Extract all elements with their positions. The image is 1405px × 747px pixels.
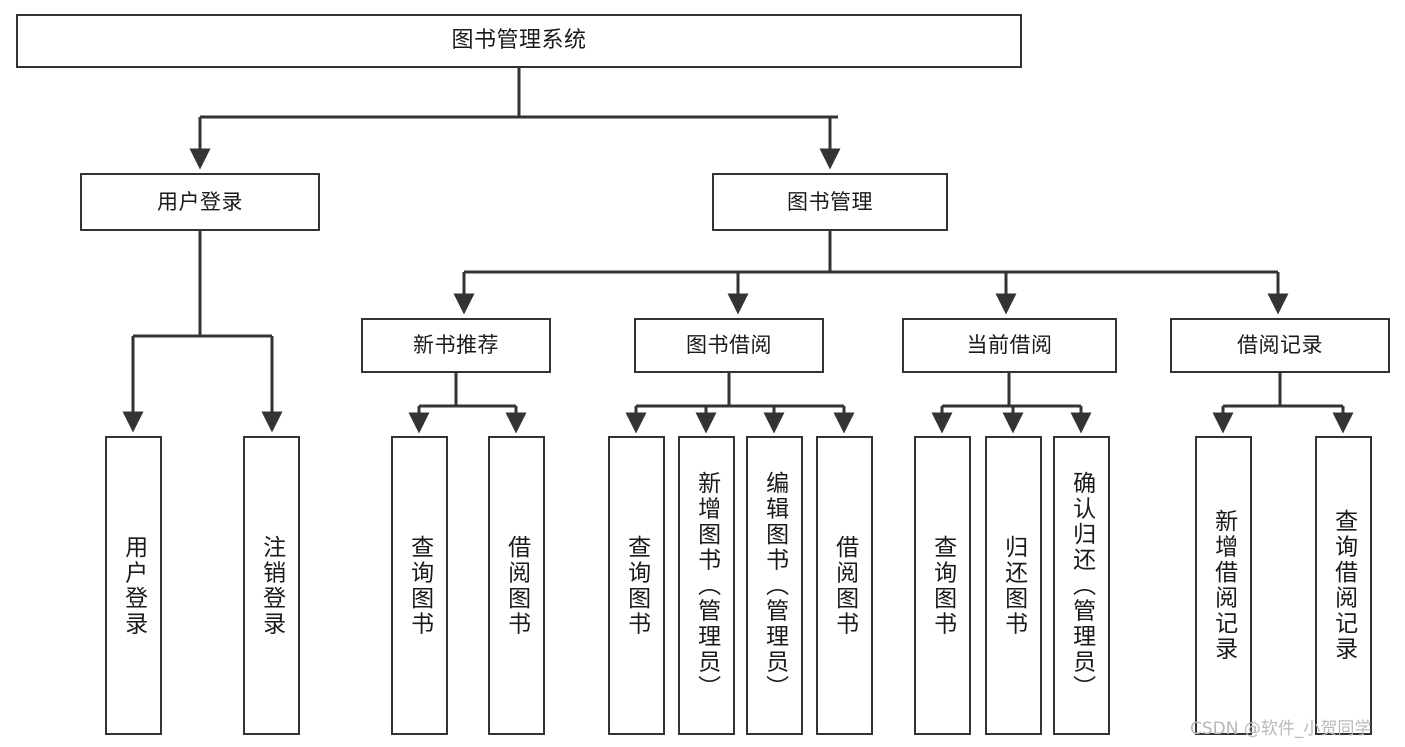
node-user-login-label: 用户登录 <box>157 189 243 214</box>
node-leaf-query-book-recommend-label: 查询图书 <box>406 534 433 637</box>
node-leaf-borrow-book-label: 借阅图书 <box>831 534 858 637</box>
node-borrow-record[interactable]: 借阅记录 <box>1170 318 1390 373</box>
node-book-borrow[interactable]: 图书借阅 <box>634 318 824 373</box>
node-leaf-user-logout-label: 注销登录 <box>258 534 285 637</box>
node-borrow-record-label: 借阅记录 <box>1237 333 1323 358</box>
node-leaf-confirm-return-admin[interactable]: 确认归还（管理员） <box>1053 436 1110 735</box>
node-leaf-edit-book-admin[interactable]: 编辑图书（管理员） <box>746 436 803 735</box>
node-leaf-user-login[interactable]: 用户登录 <box>105 436 162 735</box>
node-leaf-query-book-current-label: 查询图书 <box>929 534 956 637</box>
node-book-management-label: 图书管理 <box>787 189 873 214</box>
node-leaf-add-book-admin-label: 新增图书（管理员） <box>693 470 720 701</box>
node-root-label: 图书管理系统 <box>451 28 587 54</box>
node-leaf-edit-book-admin-label: 编辑图书（管理员） <box>761 470 788 701</box>
node-leaf-query-book-borrow[interactable]: 查询图书 <box>608 436 665 735</box>
node-leaf-query-book-borrow-label: 查询图书 <box>623 534 650 637</box>
node-leaf-borrow-book-recommend-label: 借阅图书 <box>503 534 530 637</box>
node-leaf-add-borrow-record[interactable]: 新增借阅记录 <box>1195 436 1252 735</box>
node-leaf-confirm-return-admin-label: 确认归还（管理员） <box>1068 470 1095 701</box>
node-new-book-recommend[interactable]: 新书推荐 <box>361 318 551 373</box>
csdn-watermark: CSDN @软件_小贺同学 <box>1190 719 1372 739</box>
node-new-book-recommend-label: 新书推荐 <box>413 333 499 358</box>
node-leaf-query-book-recommend[interactable]: 查询图书 <box>391 436 448 735</box>
node-user-login[interactable]: 用户登录 <box>80 173 320 231</box>
node-leaf-query-borrow-record-label: 查询借阅记录 <box>1330 509 1357 662</box>
node-leaf-user-login-label: 用户登录 <box>120 534 147 637</box>
node-leaf-query-book-current[interactable]: 查询图书 <box>914 436 971 735</box>
node-leaf-return-book[interactable]: 归还图书 <box>985 436 1042 735</box>
node-current-borrow[interactable]: 当前借阅 <box>902 318 1117 373</box>
node-leaf-user-logout[interactable]: 注销登录 <box>243 436 300 735</box>
node-leaf-return-book-label: 归还图书 <box>1000 534 1027 637</box>
node-root[interactable]: 图书管理系统 <box>16 14 1022 68</box>
node-leaf-borrow-book-recommend[interactable]: 借阅图书 <box>488 436 545 735</box>
node-book-management[interactable]: 图书管理 <box>712 173 948 231</box>
node-leaf-borrow-book[interactable]: 借阅图书 <box>816 436 873 735</box>
node-leaf-query-borrow-record[interactable]: 查询借阅记录 <box>1315 436 1372 735</box>
node-current-borrow-label: 当前借阅 <box>966 333 1053 358</box>
node-leaf-add-borrow-record-label: 新增借阅记录 <box>1210 509 1237 662</box>
node-leaf-add-book-admin[interactable]: 新增图书（管理员） <box>678 436 735 735</box>
node-book-borrow-label: 图书借阅 <box>686 333 772 358</box>
